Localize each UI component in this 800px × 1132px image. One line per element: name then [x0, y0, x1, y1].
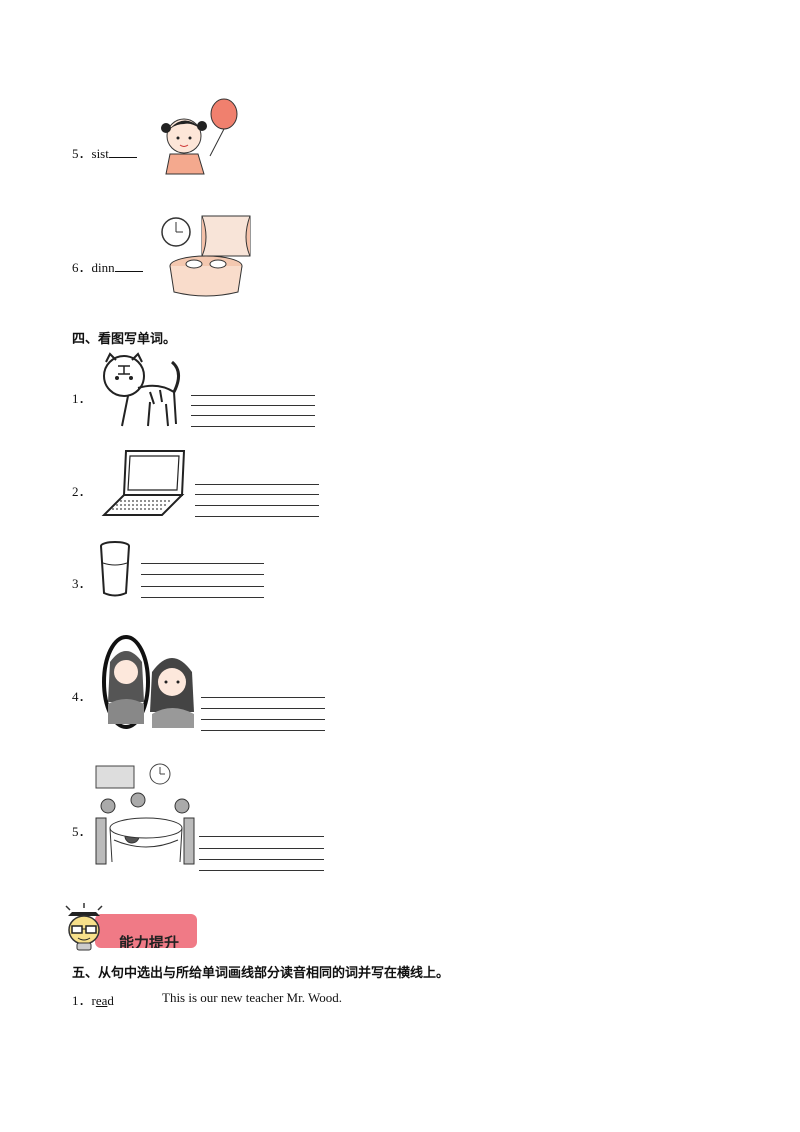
item-number: 4． — [72, 689, 92, 704]
section5-title: 五、从句中选出与所给单词画线部分读音相同的词并写在横线上。 — [72, 966, 450, 981]
underlined-part: ea — [95, 993, 108, 1008]
item-number: 5． — [72, 146, 92, 161]
word-prefix: sist — [91, 146, 109, 161]
ability-banner: 能力提升 — [95, 914, 197, 948]
sisters-icon — [102, 635, 194, 729]
family-dinner-icon — [95, 763, 195, 865]
sentence: This is our new teacher Mr. Wood. — [162, 990, 342, 1005]
section4-title: 四、看图写单词。 — [72, 332, 177, 347]
tiger-icon — [103, 352, 180, 427]
word-prefix: dinn — [91, 260, 115, 275]
laptop-icon — [101, 450, 186, 516]
item-number: 3． — [72, 576, 92, 591]
banner-label: 能力提升 — [119, 934, 180, 948]
answer-blank[interactable] — [108, 145, 137, 158]
answer-blank[interactable] — [114, 259, 143, 272]
question-row: 1．read — [72, 990, 114, 1009]
item-sister: 5．sist — [72, 143, 137, 162]
dinner-table-clock-icon — [161, 215, 251, 297]
item-number: 2． — [72, 484, 92, 499]
girl-with-balloon-icon — [161, 98, 238, 175]
glass-icon — [100, 541, 130, 597]
item-dinner: 6．dinn — [72, 257, 143, 276]
item-number: 1． — [72, 993, 92, 1008]
item-number: 5． — [72, 824, 92, 839]
item-number: 6． — [72, 260, 92, 275]
given-word: read — [91, 993, 114, 1008]
item-number: 1． — [72, 391, 92, 406]
lightbulb-icon — [65, 903, 103, 951]
